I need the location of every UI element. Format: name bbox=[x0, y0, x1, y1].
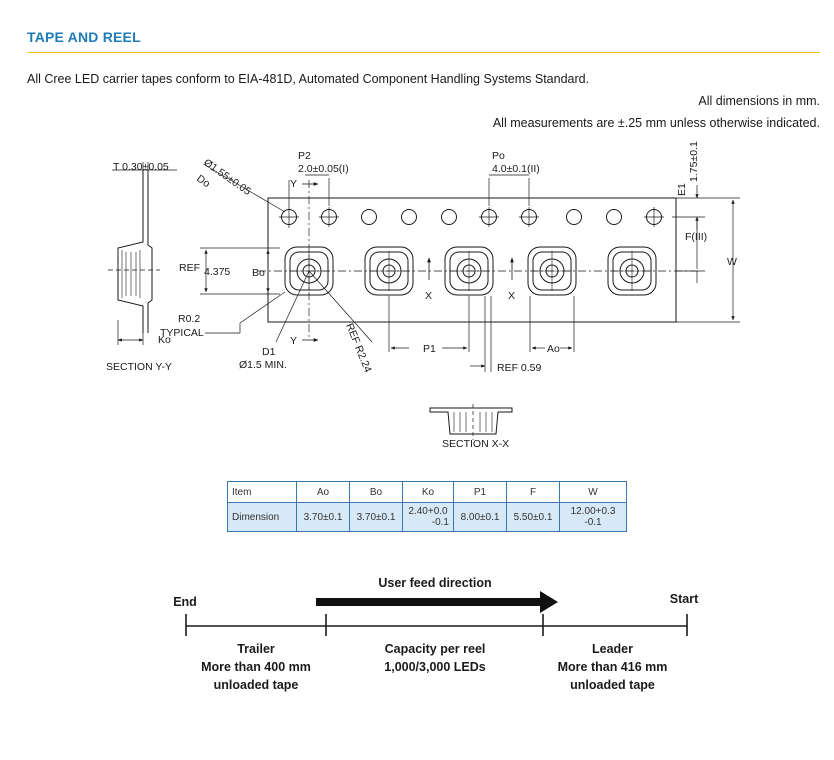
cell-ko-lower: -0.1 bbox=[431, 517, 449, 528]
do-name-label: Do bbox=[194, 173, 212, 191]
header-ko: Ko bbox=[402, 481, 454, 503]
ref-value: 4.375 bbox=[204, 266, 230, 278]
trailer-title: Trailer bbox=[237, 642, 275, 656]
ko-label: Ko bbox=[158, 334, 171, 346]
e1-value: 1.75±0.1 bbox=[688, 141, 700, 182]
cell-f: 5.50±0.1 bbox=[506, 502, 560, 532]
dimension-note: All dimensions in mm. bbox=[698, 94, 820, 108]
f-label: F(III) bbox=[685, 231, 707, 243]
ref-label: REF bbox=[179, 262, 200, 274]
d1-name: D1 bbox=[262, 346, 276, 358]
end-label: End bbox=[173, 595, 197, 609]
section-yy-label: SECTION Y-Y bbox=[106, 361, 172, 373]
po-value: 4.0±0.1(II) bbox=[492, 163, 540, 175]
d1-value: Ø1.5 MIN. bbox=[239, 359, 287, 371]
p1-label: P1 bbox=[423, 343, 436, 355]
header-p1: P1 bbox=[453, 481, 507, 503]
section-xx-profile bbox=[429, 404, 513, 440]
ref-radius-label: REF R2.24 bbox=[343, 322, 374, 375]
section-title: TAPE AND REEL bbox=[27, 29, 141, 45]
tape-plan-view bbox=[200, 164, 740, 372]
r02-label: R0.2 bbox=[178, 313, 200, 325]
cell-ko-upper: 2.40+0.0 bbox=[408, 506, 448, 517]
leader-block: Leader More than 416 mm unloaded tape bbox=[540, 640, 685, 694]
bo-label: Bo bbox=[252, 267, 265, 279]
cell-ao: 3.70±0.1 bbox=[296, 502, 350, 532]
header-w: W bbox=[559, 481, 627, 503]
po-name: Po bbox=[492, 150, 505, 162]
capacity-block: Capacity per reel 1,000/3,000 LEDs bbox=[350, 640, 520, 676]
y-marker-top: Y bbox=[290, 178, 297, 190]
t-dimension-label: T 0.30±0.05 bbox=[113, 161, 169, 173]
header-bo: Bo bbox=[349, 481, 403, 503]
x-marker-left: X bbox=[425, 290, 432, 302]
cell-ko: 2.40+0.0 -0.1 bbox=[402, 502, 454, 532]
cell-w-upper: 12.00+0.3 bbox=[570, 506, 616, 517]
p2-name: P2 bbox=[298, 150, 311, 162]
cell-bo: 3.70±0.1 bbox=[349, 502, 403, 532]
tolerance-note: All measurements are ±.25 mm unless othe… bbox=[492, 116, 820, 130]
feed-direction-label: User feed direction bbox=[378, 576, 492, 590]
trailer-block: Trailer More than 400 mm unloaded tape bbox=[186, 640, 326, 694]
e1-name: E1 bbox=[676, 183, 688, 196]
feed-timeline bbox=[185, 614, 688, 636]
capacity-title: Capacity per reel bbox=[384, 642, 486, 656]
leader-note: unloaded tape bbox=[570, 678, 655, 692]
cell-w-lower: -0.1 bbox=[584, 517, 602, 528]
section-xx-label: SECTION X-X bbox=[442, 438, 509, 450]
w-label: W bbox=[727, 256, 737, 268]
trailer-length: More than 400 mm bbox=[201, 660, 311, 674]
header-item: Item bbox=[227, 481, 297, 503]
cell-w: 12.00+0.3 -0.1 bbox=[559, 502, 627, 532]
ao-label: Ao bbox=[547, 343, 560, 355]
row-label: Dimension bbox=[227, 502, 297, 532]
table-row: Dimension 3.70±0.1 3.70±0.1 2.40+0.0 -0.… bbox=[227, 502, 627, 532]
cell-p1: 8.00±0.1 bbox=[453, 502, 507, 532]
typical-label: TYPICAL bbox=[160, 327, 204, 339]
dimension-table: Item Ao Bo Ko P1 F W Dimension 3.70±0.1 … bbox=[227, 481, 627, 532]
x-marker-right: X bbox=[508, 290, 515, 302]
table-header-row: Item Ao Bo Ko P1 F W bbox=[227, 481, 627, 503]
header-ao: Ao bbox=[296, 481, 350, 503]
leader-length: More than 416 mm bbox=[557, 660, 668, 674]
intro-text: All Cree LED carrier tapes conform to EI… bbox=[27, 72, 590, 86]
p2-value: 2.0±0.05(I) bbox=[298, 163, 349, 175]
ref059-label: REF 0.59 bbox=[497, 362, 542, 374]
section-yy-profile bbox=[108, 162, 177, 345]
capacity-value: 1,000/3,000 LEDs bbox=[384, 660, 486, 674]
leader-title: Leader bbox=[592, 642, 633, 656]
header-f: F bbox=[506, 481, 560, 503]
title-divider bbox=[27, 52, 820, 53]
trailer-note: unloaded tape bbox=[213, 678, 299, 692]
feed-diagram bbox=[185, 591, 688, 636]
start-label: Start bbox=[669, 592, 699, 606]
feed-arrow bbox=[316, 591, 558, 613]
y-marker-bottom: Y bbox=[290, 335, 297, 347]
